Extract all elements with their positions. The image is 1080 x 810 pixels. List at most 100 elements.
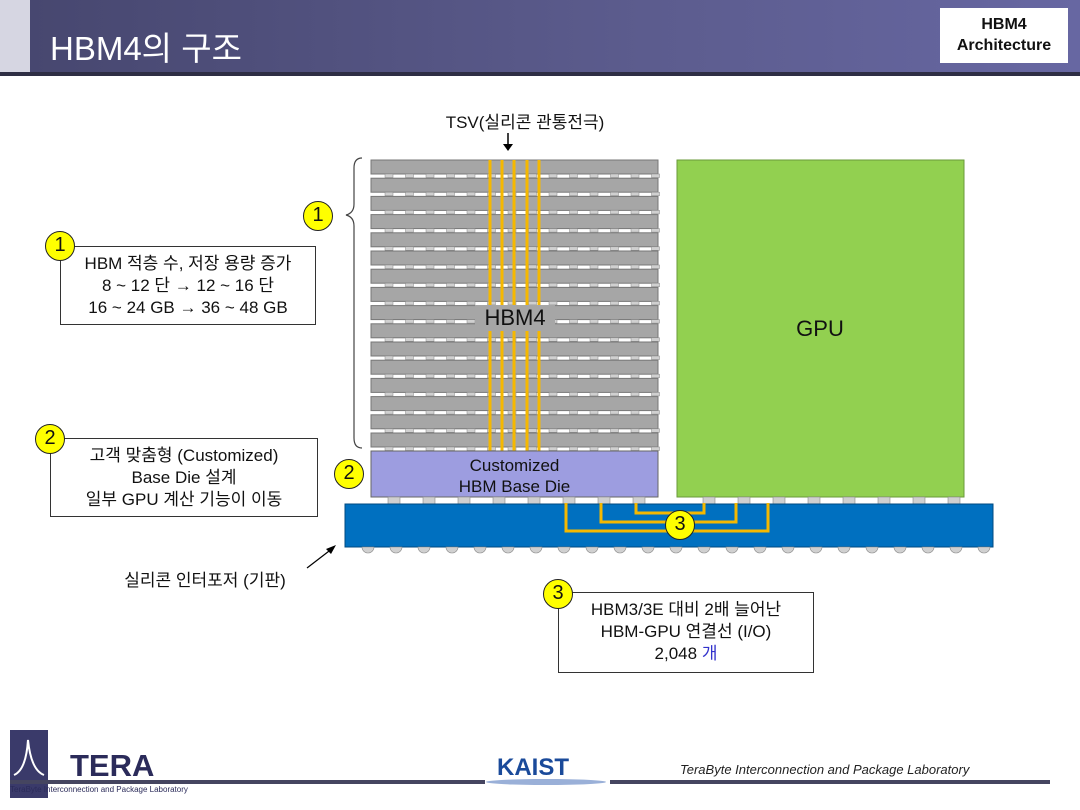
microbump bbox=[507, 191, 517, 196]
microbump bbox=[569, 173, 578, 178]
microbump bbox=[507, 428, 517, 433]
microbump bbox=[589, 228, 599, 233]
kaist-logo: KAIST bbox=[497, 754, 569, 781]
solder-ball bbox=[809, 546, 823, 554]
microbump bbox=[446, 210, 455, 215]
microbump bbox=[507, 173, 517, 178]
base-die bbox=[370, 450, 659, 498]
microbump bbox=[384, 373, 394, 378]
microbump bbox=[446, 191, 455, 196]
microbump bbox=[589, 428, 599, 433]
microbump bbox=[630, 173, 640, 178]
microbump bbox=[425, 228, 435, 233]
microbump bbox=[405, 319, 414, 324]
c4-bump bbox=[702, 496, 716, 505]
microbump bbox=[425, 282, 435, 287]
tera-wave-icon bbox=[13, 739, 45, 776]
microbump bbox=[589, 191, 599, 196]
solder-ball bbox=[725, 546, 739, 554]
microbump bbox=[610, 355, 619, 360]
microbump bbox=[569, 282, 578, 287]
microbump bbox=[548, 173, 558, 178]
microbump bbox=[651, 410, 660, 415]
microbump bbox=[569, 228, 578, 233]
solder-ball bbox=[893, 546, 907, 554]
microbump bbox=[569, 373, 578, 378]
callout-badge-3: 3 bbox=[665, 510, 695, 540]
microbump bbox=[548, 392, 558, 397]
microbump bbox=[651, 191, 660, 196]
microbump bbox=[569, 337, 578, 342]
microbump bbox=[405, 173, 414, 178]
callout-line: 고객 맞춤형 (Customized) bbox=[89, 446, 279, 465]
microbump bbox=[384, 282, 394, 287]
callout-line: HBM3/3E 대비 2배 늘어난 bbox=[590, 600, 782, 619]
microbump bbox=[446, 373, 455, 378]
microbump bbox=[507, 301, 517, 306]
microbump bbox=[425, 210, 435, 215]
microbump bbox=[446, 264, 455, 269]
microbump bbox=[651, 337, 660, 342]
microbump bbox=[610, 264, 619, 269]
stack-brace bbox=[345, 157, 363, 449]
microbump bbox=[610, 282, 619, 287]
callout-box-2: 고객 맞춤형 (Customized) Base Die 설계 일부 GPU 계… bbox=[50, 438, 318, 517]
microbump bbox=[528, 173, 537, 178]
microbump bbox=[630, 228, 640, 233]
microbump bbox=[589, 264, 599, 269]
microbump bbox=[651, 319, 660, 324]
c4-bump bbox=[562, 496, 576, 505]
microbump bbox=[569, 446, 578, 451]
microbump bbox=[630, 264, 640, 269]
solder-ball bbox=[641, 546, 655, 554]
microbump bbox=[425, 246, 435, 251]
microbump bbox=[466, 319, 476, 324]
c4-bump bbox=[842, 496, 856, 505]
microbump bbox=[610, 173, 619, 178]
microbump bbox=[569, 246, 578, 251]
gpu-label: GPU bbox=[796, 316, 844, 341]
microbump bbox=[610, 373, 619, 378]
io-count: 2,048 bbox=[654, 644, 698, 663]
footer-divider bbox=[610, 780, 1050, 784]
microbump bbox=[548, 282, 558, 287]
solder-ball bbox=[585, 546, 599, 554]
microbump bbox=[548, 373, 558, 378]
microbump bbox=[610, 246, 619, 251]
microbump bbox=[589, 337, 599, 342]
microbump bbox=[466, 264, 476, 269]
callout-line: HBM 적층 수, 저장 용량 증가 bbox=[84, 254, 292, 273]
solder-ball bbox=[977, 546, 991, 554]
microbump bbox=[589, 373, 599, 378]
microbump bbox=[384, 337, 394, 342]
c4-bump bbox=[597, 496, 611, 505]
microbump bbox=[425, 410, 435, 415]
microbump bbox=[589, 173, 599, 178]
solder-ball bbox=[445, 546, 459, 554]
hbm-label: HBM4 bbox=[475, 305, 555, 331]
microbump bbox=[630, 301, 640, 306]
microbump bbox=[466, 428, 476, 433]
solder-ball bbox=[669, 546, 683, 554]
microbump bbox=[384, 410, 394, 415]
microbump bbox=[610, 410, 619, 415]
microbump bbox=[507, 264, 517, 269]
microbump bbox=[425, 428, 435, 433]
microbump bbox=[569, 428, 578, 433]
microbump bbox=[630, 319, 640, 324]
tsv-label: TSV(실리콘 관통전극) bbox=[445, 113, 605, 132]
callout-badge-2: 2 bbox=[35, 424, 65, 454]
microbump bbox=[384, 173, 394, 178]
microbump bbox=[425, 446, 435, 451]
microbump bbox=[589, 392, 599, 397]
microbump bbox=[466, 210, 476, 215]
microbump bbox=[589, 446, 599, 451]
callout-line: Base Die 설계 bbox=[131, 468, 237, 487]
c4-bump bbox=[807, 496, 821, 505]
microbump bbox=[466, 173, 476, 178]
microbump bbox=[528, 446, 537, 451]
microbump bbox=[446, 355, 455, 360]
c4-bump bbox=[772, 496, 786, 505]
header-strip bbox=[0, 0, 30, 72]
